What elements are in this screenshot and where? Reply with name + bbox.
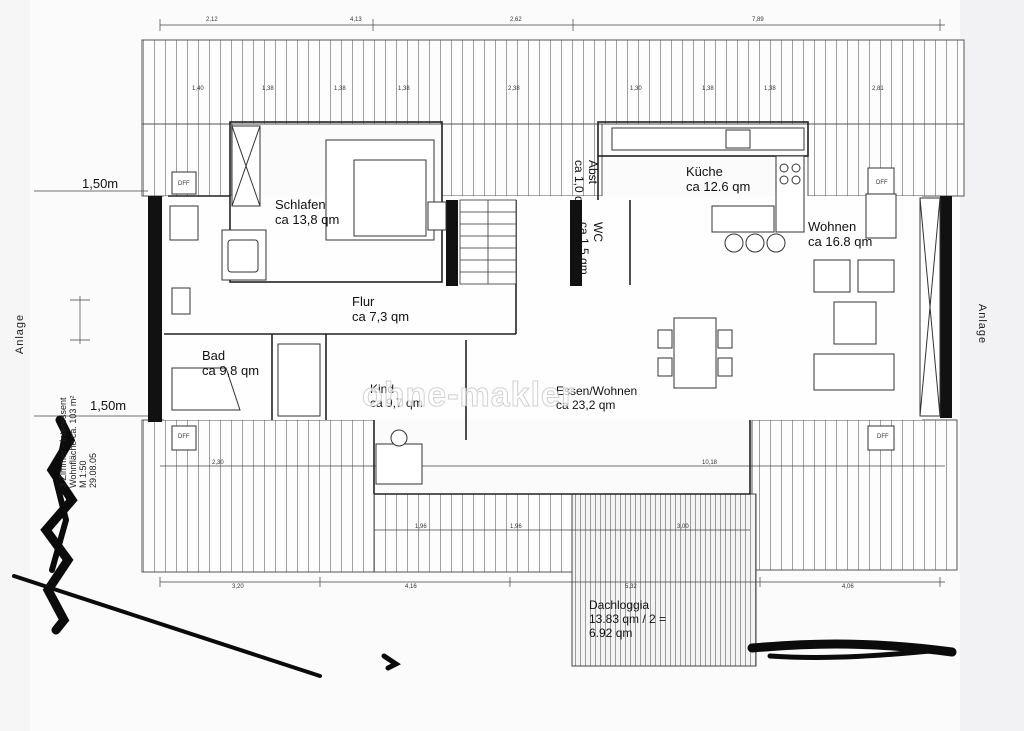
room-essen: Essen/Wohnen ca 23,2 qm xyxy=(556,384,637,412)
roof-bottom xyxy=(141,419,958,573)
dff-label-2: DFF xyxy=(876,180,888,186)
room-essen-area: ca 23,2 qm xyxy=(556,398,616,412)
scan-shade-left xyxy=(0,0,30,731)
plan-meta: 3 Zimmer - Interessent Wohnfläche ca. 10… xyxy=(58,396,98,488)
meta-line3: M 1:50 xyxy=(78,460,88,488)
meta-line2: Wohnfläche ca. 103 m² xyxy=(68,395,78,488)
room-schlafen-name: Schlafen xyxy=(275,197,326,212)
dim-mid-1: 10,18 xyxy=(702,460,718,466)
room-schlafen-area: ca 13,8 qm xyxy=(275,212,340,227)
meta-line4: 29.08.05 xyxy=(88,452,98,488)
desk xyxy=(375,429,423,485)
room-kueche-name: Küche xyxy=(686,164,723,179)
room-schlafen: Schlafen ca 13,8 qm xyxy=(275,197,339,227)
loggia-line1: Dachloggia xyxy=(589,598,650,612)
room-abst-name: Abst xyxy=(586,160,600,185)
dff-label-3: DFF xyxy=(178,434,190,440)
room-wohnen-area: ca 16.8 qm xyxy=(808,234,873,249)
dim-mid-3: 1,96 xyxy=(510,524,522,530)
room-bad: Bad ca 9,8 qm xyxy=(202,348,259,378)
dining-table xyxy=(657,317,733,389)
bed xyxy=(325,139,447,241)
room-bad-area: ca 9,8 qm xyxy=(202,363,260,378)
room-abst: Abst ca 1,0 qm xyxy=(572,160,600,213)
room-essen-name: Essen/Wohnen xyxy=(556,384,638,398)
loggia-line3: 6.92 qm xyxy=(589,626,633,640)
kitchen-counter xyxy=(611,127,805,253)
height-marker-upper: 1,50m xyxy=(82,176,119,191)
height-marker-lower: 1,50m xyxy=(90,398,127,413)
dim-top-2: 2,62 xyxy=(510,17,522,23)
side-label-right: Anlage xyxy=(976,303,989,345)
room-dachloggia: Dachloggia 13.83 qm / 2 = 6.92 qm xyxy=(589,598,666,640)
room-wohnen-name: Wohnen xyxy=(808,219,857,234)
bottom-dimension-line xyxy=(159,465,945,587)
side-ticks xyxy=(34,190,148,417)
dim-mid-2: 1,96 xyxy=(415,524,427,530)
dff-label-4: DFF xyxy=(877,434,889,440)
room-wohnen: Wohnen ca 16.8 qm xyxy=(808,219,872,249)
dim-bottom-1: 4,16 xyxy=(405,584,417,590)
meta-line1: 3 Zimmer - Interessent xyxy=(58,397,68,488)
dim-top2-6: 1,38 xyxy=(702,86,714,92)
wardrobe xyxy=(231,125,261,207)
dim-mid-0: 2,30 xyxy=(212,460,224,466)
side-label-left: Anlage xyxy=(14,313,27,355)
dim-top2-8: 2,81 xyxy=(872,86,884,92)
dim-top2-4: 2,38 xyxy=(508,86,520,92)
room-wc-area: ca 1,5 qm xyxy=(577,222,591,275)
dim-top2-1: 1,38 xyxy=(262,86,274,92)
loggia-line2: 13.83 qm / 2 = xyxy=(589,612,667,626)
dim-top-0: 2,12 xyxy=(206,17,218,23)
dim-top-3: 7,89 xyxy=(752,17,764,23)
room-kind: Kind ca 9,7 qm xyxy=(370,382,423,410)
bathroom-fixtures xyxy=(169,205,321,417)
room-kind-area: ca 9,7 qm xyxy=(370,396,423,410)
dachloggia-deck xyxy=(571,493,757,667)
room-bad-name: Bad xyxy=(202,348,226,363)
room-abst-area: ca 1,0 qm xyxy=(572,160,586,213)
dff-label-1: DFF xyxy=(178,181,190,187)
watermark: ohne-makler xyxy=(361,376,576,415)
room-wc: WC ca 1,5 qm xyxy=(577,222,605,275)
exterior-walls xyxy=(148,196,952,422)
dim-top2-2: 1,38 xyxy=(334,86,346,92)
scan-shade-right xyxy=(960,0,1024,731)
room-kueche-area: ca 12.6 qm xyxy=(686,179,751,194)
dim-bottom-3: 4,06 xyxy=(842,584,854,590)
dim-mid-4: 3,00 xyxy=(677,524,689,530)
room-flur-area: ca 7,3 qm xyxy=(352,309,410,324)
dim-top2-5: 1,30 xyxy=(630,86,642,92)
dim-top2-3: 1,38 xyxy=(398,86,410,92)
redaction-scribbles xyxy=(12,415,957,678)
roof-top xyxy=(141,39,965,197)
dim-bottom-2: 5,32 xyxy=(625,584,637,590)
dim-top-1: 4,13 xyxy=(350,17,362,23)
room-kind-name: Kind xyxy=(370,382,395,396)
room-wc-name: WC xyxy=(591,222,605,242)
dim-top2-7: 1,38 xyxy=(764,86,776,92)
dim-top2-0: 1,40 xyxy=(192,86,204,92)
stairs xyxy=(459,199,517,285)
roof-windows xyxy=(171,167,895,451)
room-flur-name: Flur xyxy=(352,294,375,309)
room-flur: Flur ca 7,3 qm xyxy=(352,294,409,324)
dim-bottom-0: 3,20 xyxy=(232,584,244,590)
living-furniture xyxy=(813,193,897,391)
window-frames xyxy=(919,197,941,417)
room-kueche: Küche ca 12.6 qm xyxy=(686,164,750,194)
